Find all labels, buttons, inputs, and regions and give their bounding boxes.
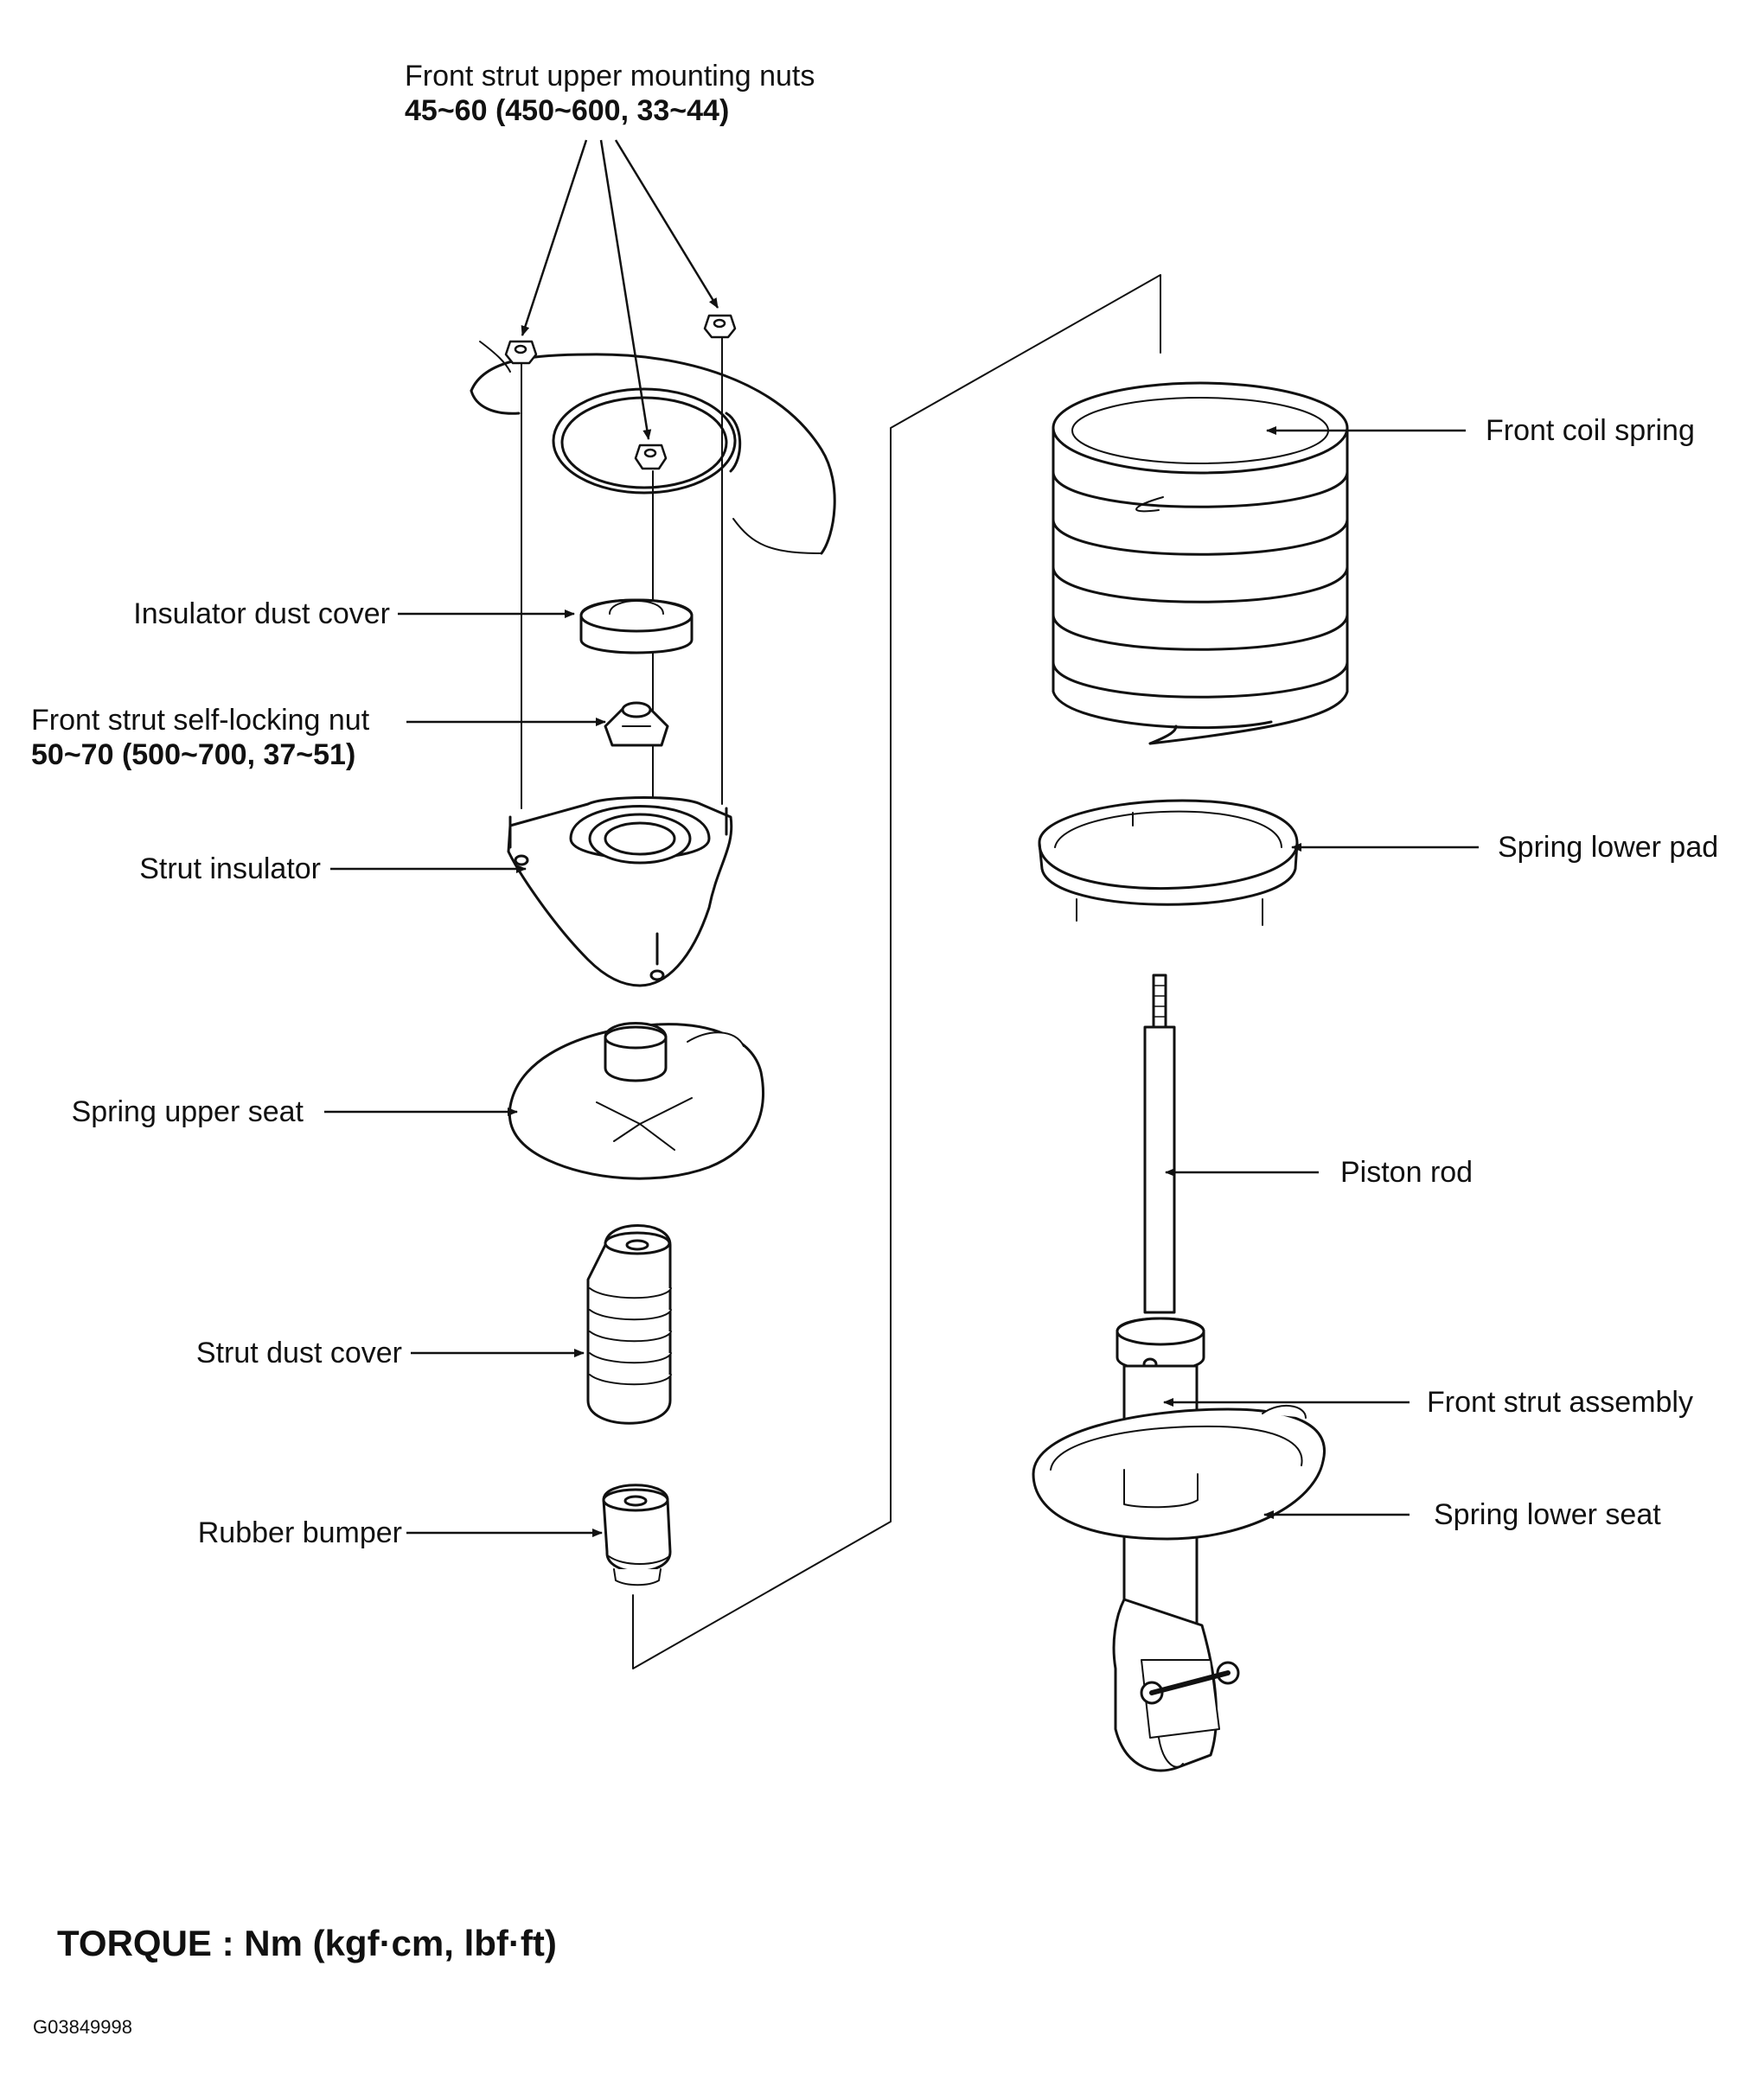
label-upper-mounting-nuts-torque: 45~60 (450~600, 33~44): [405, 94, 730, 127]
label-spring-upper-seat: Spring upper seat: [72, 1095, 304, 1129]
label-rubber-bumper: Rubber bumper: [198, 1516, 402, 1550]
label-piston-rod-name: Piston rod: [1340, 1156, 1474, 1189]
label-self-locking-nut-torque: 50~70 (500~700, 37~51): [31, 738, 356, 771]
leader-arrows: [324, 139, 1479, 1537]
label-strut-insulator-name: Strut insulator: [139, 852, 321, 885]
label-insulator-dust-cover: Insulator dust cover: [133, 597, 390, 631]
rubber-bumper-part: [602, 1484, 672, 1586]
label-spring-lower-pad: Spring lower pad: [1498, 830, 1718, 865]
label-self-locking-nut-name: Front strut self-locking nut: [31, 704, 370, 737]
upper-mounting-nuts: [504, 314, 737, 470]
label-insulator-dust-cover-name: Insulator dust cover: [133, 597, 390, 630]
label-front-strut-assembly: Front strut assembly: [1427, 1385, 1693, 1420]
front-strut-assembly-part: [1112, 1317, 1240, 1772]
assembly-connector-line: [632, 274, 1161, 1669]
label-strut-insulator: Strut insulator: [139, 852, 321, 886]
label-spring-lower-pad-name: Spring lower pad: [1498, 831, 1719, 864]
figure-id: G03849998: [33, 2016, 132, 2038]
spring-lower-seat-part: [1032, 1404, 1326, 1541]
label-spring-lower-seat: Spring lower seat: [1434, 1497, 1661, 1532]
label-self-locking-nut: Front strut self-locking nut 50~70 (500~…: [31, 703, 369, 772]
label-spring-lower-seat-name: Spring lower seat: [1434, 1498, 1661, 1531]
strut-dust-cover-part: [586, 1224, 672, 1425]
label-upper-mounting-nuts: Front strut upper mounting nuts 45~60 (4…: [405, 59, 815, 128]
spring-upper-seat-part: [508, 1022, 764, 1180]
strut-insulator-part: [507, 796, 733, 987]
leader-upper-nut-right: [614, 139, 719, 309]
front-coil-spring-part: [1052, 381, 1349, 745]
self-locking-nut-part: [604, 701, 669, 747]
label-strut-dust-cover: Strut dust cover: [196, 1336, 402, 1370]
label-front-strut-assembly-name: Front strut assembly: [1427, 1386, 1693, 1419]
torque-units-note: TORQUE : Nm (kgf·cm, lbf·ft): [57, 1923, 557, 1963]
leader-upper-nut-left: [521, 139, 588, 336]
label-front-coil-spring-name: Front coil spring: [1486, 414, 1695, 447]
spring-lower-pad-part: [1038, 799, 1299, 926]
label-upper-mounting-nuts-name: Front strut upper mounting nuts: [405, 60, 815, 93]
insulator-dust-cover-part: [579, 598, 694, 654]
label-strut-dust-cover-name: Strut dust cover: [195, 1337, 402, 1369]
leader-upper-nut-center: [599, 139, 652, 440]
label-rubber-bumper-name: Rubber bumper: [197, 1516, 402, 1549]
label-piston-rod: Piston rod: [1340, 1155, 1473, 1190]
label-spring-upper-seat-name: Spring upper seat: [71, 1095, 304, 1128]
label-front-coil-spring: Front coil spring: [1486, 413, 1695, 448]
piston-rod-part: [1143, 973, 1176, 1314]
